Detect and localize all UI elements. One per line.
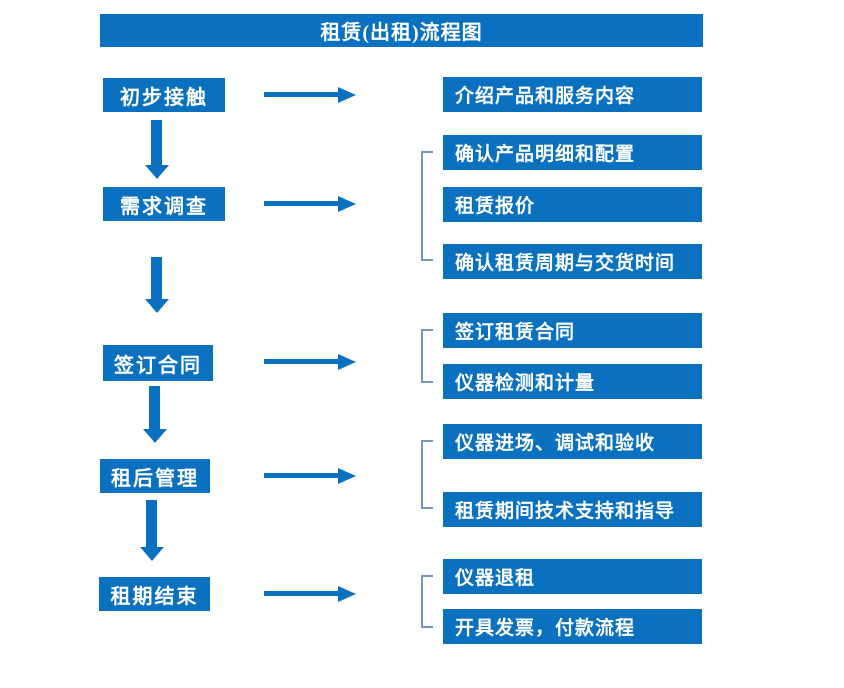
detail-box-instrument-setup-acceptance: 仪器进场、调试和验收 <box>443 424 702 459</box>
detail-box-confirm-period-delivery: 确认租赁周期与交货时间 <box>443 244 702 279</box>
detail-label: 签订租赁合同 <box>455 322 576 343</box>
flowchart-title-bar: 租赁(出租)流程图 <box>100 14 703 47</box>
group-bracket <box>421 575 433 628</box>
down-arrow-icon <box>140 500 164 561</box>
group-bracket <box>421 440 433 509</box>
right-arrow-icon <box>264 468 356 484</box>
detail-box-instrument-testing: 仪器检测和计量 <box>443 364 702 399</box>
detail-label: 开具发票，付款流程 <box>455 618 636 639</box>
detail-label: 介绍产品和服务内容 <box>455 86 636 107</box>
stage-label: 租后管理 <box>111 467 199 490</box>
group-bracket <box>421 151 433 261</box>
stage-label: 租期结束 <box>110 585 199 608</box>
stage-box-lease-end: 租期结束 <box>99 577 210 611</box>
detail-box-sign-rental-contract: 签订租赁合同 <box>443 313 702 348</box>
flowchart-title: 租赁(出租)流程图 <box>320 22 483 44</box>
detail-box-instrument-return: 仪器退租 <box>443 559 702 594</box>
detail-box-invoice-payment: 开具发票，付款流程 <box>443 609 702 644</box>
detail-label: 租赁期间技术支持和指导 <box>455 501 676 522</box>
detail-label: 确认产品明细和配置 <box>455 144 636 165</box>
stage-box-initial-contact: 初步接触 <box>103 78 225 112</box>
detail-box-rental-quote: 租赁报价 <box>443 187 702 222</box>
right-arrow-icon <box>264 196 356 212</box>
detail-label: 租赁报价 <box>455 196 536 217</box>
detail-label: 仪器退租 <box>455 568 536 589</box>
stage-box-sign-contract: 签订合同 <box>103 345 213 381</box>
detail-label: 确认租赁周期与交货时间 <box>455 253 676 274</box>
stage-label: 初步接触 <box>120 86 208 109</box>
stage-label: 签订合同 <box>114 354 202 377</box>
stage-box-post-rental-management: 租后管理 <box>100 459 210 493</box>
detail-box-confirm-product-config: 确认产品明细和配置 <box>443 135 702 170</box>
down-arrow-icon <box>145 120 169 179</box>
down-arrow-icon <box>145 257 169 313</box>
detail-box-technical-support: 租赁期间技术支持和指导 <box>443 492 702 527</box>
detail-box-introduce-products: 介绍产品和服务内容 <box>443 77 702 112</box>
down-arrow-icon <box>143 386 167 443</box>
right-arrow-icon <box>264 586 356 602</box>
detail-label: 仪器进场、调试和验收 <box>455 433 656 454</box>
right-arrow-icon <box>264 87 356 103</box>
stage-label: 需求调查 <box>120 195 208 218</box>
right-arrow-icon <box>264 354 356 370</box>
group-bracket <box>421 329 433 383</box>
detail-label: 仪器检测和计量 <box>455 373 596 394</box>
stage-box-demand-survey: 需求调查 <box>103 187 225 221</box>
